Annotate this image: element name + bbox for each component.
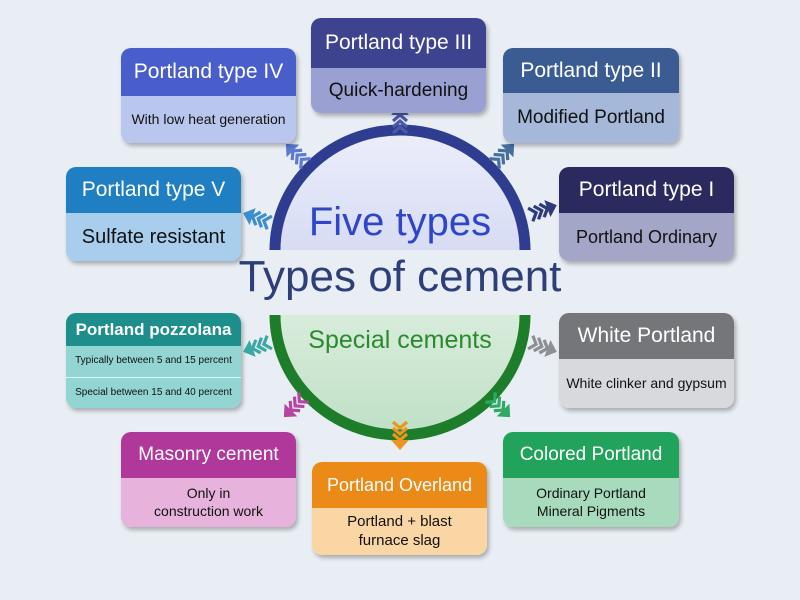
arrow-chevron (256, 337, 268, 353)
arrows-group (243, 105, 557, 450)
card-portland-type-iii: Portland type III Quick-hardening (311, 18, 486, 113)
card-title: Portland type V (66, 167, 241, 213)
arrow-chevron (297, 392, 309, 404)
card-portland-pozzolana: Portland pozzolana Typically between 5 a… (66, 313, 241, 408)
arrow-chevron (261, 335, 273, 351)
card-body: Ordinary Portland Mineral Pigments (503, 478, 679, 527)
arrow-type-ii (489, 143, 515, 169)
special-cements-label: Special cements (308, 326, 492, 354)
arrow-chevron (485, 392, 497, 404)
card-line: With low heat generation (131, 110, 286, 127)
arrow-masonry (283, 392, 309, 418)
arrow-chevron (250, 210, 262, 226)
card-body: Portland + blast furnace slag (312, 508, 487, 555)
arrow-chevron (538, 339, 550, 355)
arrow-colored (485, 392, 511, 418)
card-divider (66, 376, 241, 378)
arrow-head (496, 403, 511, 418)
card-white-portland: White Portland White clinker and gypsum (559, 313, 734, 408)
arrow-chevron (299, 157, 311, 169)
card-title: Portland Overland (312, 462, 487, 508)
card-body: Modified Portland (503, 93, 679, 143)
card-body: Typically between 5 and 15 percent Speci… (66, 346, 241, 408)
arrow-chevron (527, 335, 539, 351)
arrow-chevron (532, 204, 544, 220)
card-title: Colored Portland (503, 432, 679, 478)
card-body: White clinker and gypsum (559, 359, 734, 408)
arrow-chevron (250, 339, 262, 355)
arrow-type-iv (285, 143, 311, 169)
card-line: Quick-hardening (328, 79, 469, 101)
arrow-chevron (489, 396, 502, 409)
card-body: Portland Ordinary (559, 213, 734, 261)
card-portland-type-iv: Portland type IV With low heat generatio… (121, 48, 296, 143)
card-line: Special between 15 and 40 percent (75, 386, 232, 398)
arrow-head (243, 339, 256, 357)
arrow-chevron (292, 396, 305, 409)
card-line: Mineral Pigments (536, 502, 646, 519)
card-line: Portland Ordinary (575, 226, 718, 247)
five-types-label: Five types (308, 200, 492, 244)
arrow-overland (391, 420, 409, 450)
arrow-white (527, 335, 557, 357)
arrow-type-v (243, 208, 273, 230)
card-body: With low heat generation (121, 96, 296, 143)
arrow-head (544, 339, 557, 357)
arrow-chevron (391, 124, 409, 135)
card-body: Sulfate resistant (66, 213, 241, 261)
arrow-chevron (256, 212, 268, 228)
card-line: furnace slag (358, 531, 441, 549)
arrow-chevron (493, 152, 506, 165)
arrow-chevron (391, 420, 409, 431)
card-line: construction work (154, 502, 263, 519)
card-portland-type-ii: Portland type II Modified Portland (503, 48, 679, 143)
arrow-head (544, 200, 557, 218)
arrow-head (500, 143, 515, 158)
card-title: White Portland (559, 313, 734, 359)
card-colored-portland: Colored Portland Ordinary Portland Miner… (503, 432, 679, 527)
arrow-head (391, 440, 409, 450)
arrow-chevron (391, 426, 409, 437)
card-line: Sulfate resistant (81, 225, 226, 248)
card-masonry-cement: Masonry cement Only in construction work (121, 432, 296, 527)
arrow-head (243, 208, 256, 226)
card-title: Masonry cement (121, 432, 296, 478)
arrow-type-i (527, 200, 557, 222)
card-line: Only in (186, 485, 231, 501)
arrow-head (285, 143, 300, 158)
arrow-chevron (489, 157, 501, 169)
arrow-chevron (391, 118, 409, 129)
arrow-head (283, 403, 298, 418)
card-line: Portland + blast (347, 512, 452, 530)
card-title: Portland type II (503, 48, 679, 93)
top-half-fill (275, 130, 525, 250)
card-portland-type-v: Portland type V Sulfate resistant (66, 167, 241, 261)
arrow-pozzolana (243, 335, 273, 357)
bottom-half-fill (275, 315, 525, 435)
card-body: Quick-hardening (311, 68, 486, 113)
card-title: Portland type III (311, 18, 486, 68)
card-line: White clinker and gypsum (566, 374, 727, 391)
card-portland-type-i: Portland type I Portland Ordinary (559, 167, 734, 261)
card-title: Portland type IV (121, 48, 296, 96)
card-line: Modified Portland (517, 107, 665, 129)
card-title: Portland type I (559, 167, 734, 213)
card-title: Portland pozzolana (66, 313, 241, 346)
arrow-chevron (532, 337, 544, 353)
card-line: Typically between 5 and 15 percent (75, 355, 232, 366)
card-line: Ordinary Portland (536, 485, 646, 501)
arrow-chevron (261, 214, 273, 230)
card-portland-overland: Portland Overland Portland + blast furna… (312, 462, 487, 555)
center-title: Types of cement (238, 252, 562, 301)
arrow-chevron (538, 202, 550, 218)
top-arc (269, 124, 531, 251)
arrow-chevron (294, 152, 307, 165)
arrow-chevron (527, 206, 539, 222)
card-body: Only in construction work (121, 478, 296, 527)
